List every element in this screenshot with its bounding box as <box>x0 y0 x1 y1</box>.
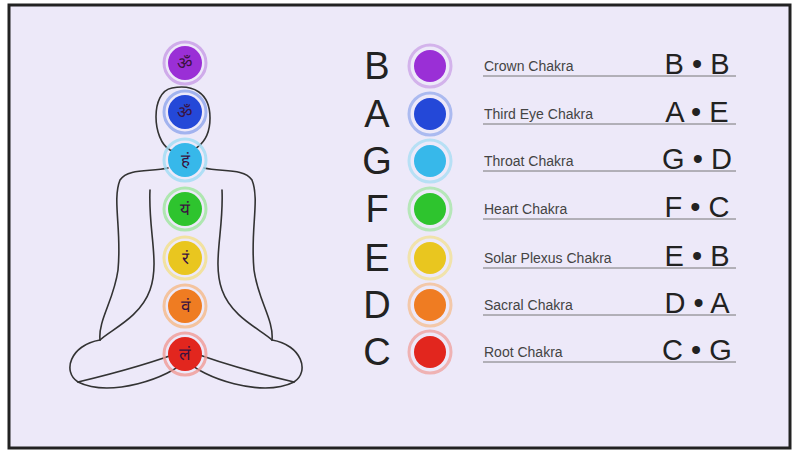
note-letter: D <box>363 286 390 324</box>
chakra-name: Solar Plexus Chakra <box>484 251 612 265</box>
circle-fill <box>168 337 202 371</box>
note-pair: F • C <box>665 193 730 222</box>
bija-mantra: लं <box>166 335 204 373</box>
color-dot <box>414 50 446 82</box>
chakra-circle: ॐ <box>166 44 204 82</box>
color-halo <box>409 331 451 373</box>
meditating-figure <box>70 87 302 388</box>
circle-fill <box>168 95 202 129</box>
circle-halo <box>164 42 206 84</box>
note-pair: G • D <box>662 145 732 174</box>
note-pair: B • B <box>665 50 730 79</box>
circle-fill <box>168 192 202 226</box>
circle-fill <box>168 46 202 80</box>
chakra-name: Heart Chakra <box>484 202 567 216</box>
note-pair: A • E <box>665 98 728 127</box>
color-dot <box>414 289 446 321</box>
chakra-name: Throat Chakra <box>484 154 573 168</box>
chakra-name: Third Eye Chakra <box>484 107 593 121</box>
note-letter: E <box>364 239 389 277</box>
note-letter: G <box>362 142 392 180</box>
circle-halo <box>164 285 206 327</box>
bija-mantra: रं <box>166 239 204 277</box>
chakra-circle: यं <box>166 190 204 228</box>
chakra-circle: ॐ <box>166 93 204 131</box>
chakra-name: Sacral Chakra <box>484 298 573 312</box>
note-letter: C <box>363 333 390 371</box>
color-halo <box>409 45 451 87</box>
color-dot <box>414 145 446 177</box>
circle-halo <box>164 91 206 133</box>
chakra-name: Root Chakra <box>484 345 563 359</box>
note-pair: C • G <box>662 336 732 365</box>
color-dot <box>414 242 446 274</box>
circle-halo <box>164 188 206 230</box>
color-halo <box>409 284 451 326</box>
circle-fill <box>168 289 202 323</box>
circle-halo <box>164 139 206 181</box>
color-halo <box>409 237 451 279</box>
color-halo <box>409 188 451 230</box>
note-letter: A <box>364 95 389 133</box>
chakra-name: Crown Chakra <box>484 59 573 73</box>
circle-halo <box>164 333 206 375</box>
bija-mantra: यं <box>166 190 204 228</box>
note-pair: E • B <box>665 242 730 271</box>
note-letter: F <box>365 190 388 228</box>
note-pair: D • A <box>665 289 730 318</box>
chakra-circle: हं <box>166 141 204 179</box>
color-dot <box>414 193 446 225</box>
bija-mantra: ॐ <box>166 93 204 131</box>
circle-fill <box>168 241 202 275</box>
chakra-circle: लं <box>166 335 204 373</box>
chakra-circle: रं <box>166 239 204 277</box>
frame <box>9 5 790 448</box>
color-dot <box>414 336 446 368</box>
bija-mantra: वं <box>166 287 204 325</box>
bija-mantra: ॐ <box>166 44 204 82</box>
color-halo <box>409 93 451 135</box>
bija-mantra: हं <box>166 141 204 179</box>
note-letter: B <box>364 47 389 85</box>
color-halo <box>409 140 451 182</box>
color-dot <box>414 98 446 130</box>
chakra-circle: वं <box>166 287 204 325</box>
circle-halo <box>164 237 206 279</box>
circle-fill <box>168 143 202 177</box>
